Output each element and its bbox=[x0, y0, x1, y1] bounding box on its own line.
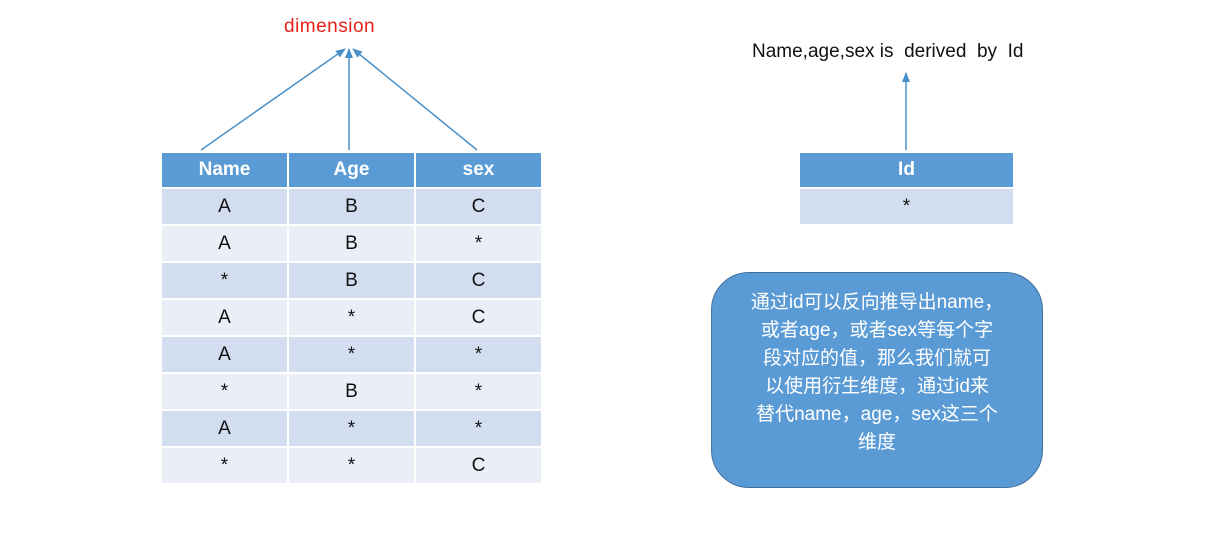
cell-sex: * bbox=[414, 409, 543, 448]
cell-name: A bbox=[160, 298, 289, 337]
header-id: Id bbox=[798, 151, 1015, 189]
table-row: A * * bbox=[160, 409, 543, 448]
cell-age: * bbox=[287, 446, 416, 485]
arrow-sex-to-dimension bbox=[352, 48, 478, 151]
note-line: 或者age，或者sex等每个字 bbox=[760, 320, 994, 341]
note-line: 通过id可以反向推导出name， bbox=[750, 292, 1004, 313]
header-sex: sex bbox=[414, 151, 543, 189]
cell-sex: C bbox=[414, 187, 543, 226]
dimension-table: Name Age sex A B C A B * * B C A * C A *… bbox=[160, 151, 543, 485]
table-row: * bbox=[798, 187, 1015, 226]
cell-sex: C bbox=[414, 446, 543, 485]
table-row: * * C bbox=[160, 446, 543, 485]
cell-name: * bbox=[160, 261, 289, 300]
id-table: Id * bbox=[798, 151, 1015, 226]
derived-by-id-label: Name,age,sex is derived by Id bbox=[752, 41, 1024, 62]
cell-name: A bbox=[160, 409, 289, 448]
cell-name: A bbox=[160, 335, 289, 374]
note-line: 替代name，age，sex这三个 bbox=[756, 404, 998, 425]
cell-sex: * bbox=[414, 372, 543, 411]
cell-age: * bbox=[287, 335, 416, 374]
cell-age: B bbox=[287, 261, 416, 300]
cell-name: A bbox=[160, 224, 289, 263]
cell-age: * bbox=[287, 298, 416, 337]
header-age: Age bbox=[287, 151, 416, 189]
explanation-callout: 通过id可以反向推导出name， 或者age，或者sex等每个字 段对应的值，那… bbox=[711, 272, 1043, 488]
cell-name: A bbox=[160, 187, 289, 226]
table-row: A B C bbox=[160, 187, 543, 226]
id-header-row: Id bbox=[798, 151, 1015, 189]
cell-sex: C bbox=[414, 298, 543, 337]
arrow-name-to-dimension bbox=[200, 48, 346, 151]
dimension-label: dimension bbox=[284, 16, 376, 37]
cell-name: * bbox=[160, 446, 289, 485]
table-row: A * * bbox=[160, 335, 543, 374]
table-row: A B * bbox=[160, 224, 543, 263]
cell-age: B bbox=[287, 224, 416, 263]
cell-sex: * bbox=[414, 335, 543, 374]
cell-sex: * bbox=[414, 224, 543, 263]
cell-age: B bbox=[287, 372, 416, 411]
table-row: * B * bbox=[160, 372, 543, 411]
note-line: 段对应的值，那么我们就可 bbox=[762, 348, 991, 369]
table-row: A * C bbox=[160, 298, 543, 337]
table-header-row: Name Age sex bbox=[160, 151, 543, 189]
header-name: Name bbox=[160, 151, 289, 189]
cell-age: B bbox=[287, 187, 416, 226]
cell-sex: C bbox=[414, 261, 543, 300]
cell-age: * bbox=[287, 409, 416, 448]
note-line: 以使用衍生维度，通过id来 bbox=[765, 376, 989, 397]
note-line: 维度 bbox=[857, 432, 896, 453]
cell-id: * bbox=[798, 187, 1015, 226]
cell-name: * bbox=[160, 372, 289, 411]
table-row: * B C bbox=[160, 261, 543, 300]
